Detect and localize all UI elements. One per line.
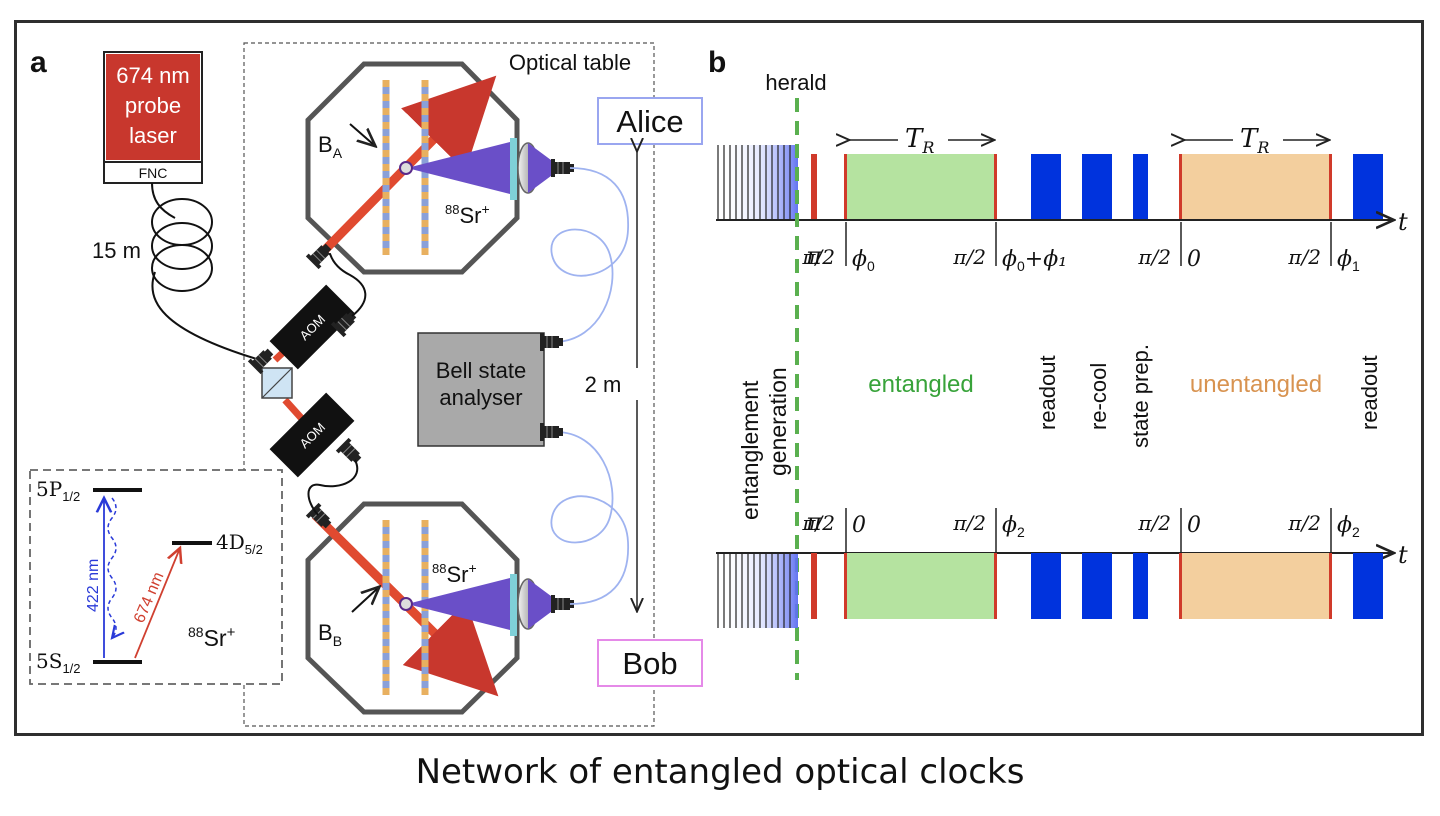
pulse-bottom-4: [1329, 553, 1332, 619]
readout-block-top-2: [1353, 154, 1383, 220]
pulse-label-top-4: π/2: [1287, 245, 1321, 269]
phase-state-prep: state prep.: [1128, 344, 1153, 448]
level-4d-label: 4D5/2: [216, 530, 263, 557]
bell-state-analyser: Bell state analyser: [417, 332, 564, 447]
level-5s-label: 5S1/2: [36, 649, 81, 676]
t-axis-label-top: t: [1398, 208, 1408, 236]
bsa-line-1: Bell state: [436, 358, 527, 383]
phase-entanglement: entanglement: [737, 380, 763, 520]
laser-line-3: laser: [129, 123, 177, 148]
phase-readout-2: readout: [1357, 355, 1382, 430]
pulse-top-4: [1329, 154, 1332, 220]
pulse-phase-top-3: 0: [1187, 247, 1201, 272]
unentangled-block-top: [1180, 154, 1330, 220]
pulse-phase-bottom-1: 0: [852, 513, 866, 538]
readout-block-bottom-2: [1353, 553, 1383, 619]
fiber-length-label: 15 m: [92, 238, 141, 263]
bob-ion-label: 88Sr+: [432, 560, 477, 587]
pulse-label-top-3: π/2: [1137, 245, 1171, 269]
panel-b: b herald t: [708, 46, 1408, 680]
t-axis-label-bottom: t: [1398, 541, 1408, 569]
pulse-bottom-2: [994, 553, 997, 619]
fibers: [550, 167, 629, 605]
recool-block-bottom: [1082, 553, 1112, 619]
pi-pulse-bottom: [811, 553, 817, 619]
state-prep-block-top: [1133, 154, 1148, 220]
phase-unentangled: unentangled: [1190, 371, 1322, 398]
energy-level-inset: 5P1/2 4D5/2 5S1/2 422 nm 674 nm 88Sr+: [29, 469, 283, 685]
generation-stripes-top: [717, 145, 791, 220]
fnc-label: FNC: [139, 165, 168, 181]
panel-b-label: b: [708, 46, 726, 79]
b-alice-label: BA: [318, 132, 343, 161]
bsa-line-2: analyser: [439, 385, 522, 410]
unentangled-block-bottom: [1180, 553, 1330, 619]
pulse-top-2: [994, 154, 997, 220]
herald-label: herald: [765, 70, 826, 95]
state-prep-block-bottom: [1133, 553, 1148, 619]
pulse-top-1: [844, 154, 847, 220]
phase-readout-1: readout: [1035, 355, 1060, 430]
distance-label: 2 m: [585, 372, 622, 397]
pulse-phase-top-2: ϕ0+ϕ₁: [1002, 247, 1067, 274]
pulse-label-top-2: π/2: [952, 245, 986, 269]
readout-block-top-1: [1031, 154, 1061, 220]
pulse-phase-top-1: ϕ0: [852, 247, 875, 274]
pulse-label-bottom-1: π/2: [801, 511, 835, 535]
bob-trap: BB 88Sr+: [305, 501, 575, 715]
alice-ion: [399, 161, 413, 175]
pi-pulse-top: [811, 154, 817, 220]
pulse-phase-bottom-3: 0: [1187, 513, 1201, 538]
recool-block-top: [1082, 154, 1112, 220]
timeline-bob: π π/2 0 π/2 ϕ2 π/2 0 π/2 ϕ2 t: [716, 508, 1408, 628]
tr-label-2: TR: [1240, 124, 1269, 157]
phase-generation: generation: [765, 367, 791, 476]
pulse-bottom-1: [844, 553, 847, 619]
panel-a: a 674 nm probe laser FNC 15 m Optical ta…: [29, 42, 703, 727]
readout-block-bottom-1: [1031, 553, 1061, 619]
phase-recool: re-cool: [1086, 363, 1111, 430]
phase-entangled: entangled: [868, 371, 973, 398]
fiber-spool: [151, 182, 261, 361]
beam-splitter: [247, 344, 293, 399]
generation-stripes-bottom: [717, 553, 791, 628]
alice-ion-label: 88Sr+: [445, 201, 490, 228]
aom-bottom: AOM: [269, 392, 366, 516]
figure-caption: Network of entangled optical clocks: [415, 752, 1025, 792]
pulse-top-3: [1179, 154, 1182, 220]
tr-label-1: TR: [905, 124, 934, 157]
alice-label: Alice: [616, 104, 683, 139]
level-5p-label: 5P1/2: [36, 477, 80, 504]
timeline-alice: t TR TR π π/2 ϕ0 π/2 ϕ0+ϕ₁ π/2 0 π/2 ϕ1: [716, 118, 1408, 274]
aom-top: AOM: [269, 253, 367, 370]
pulse-phase-bottom-4: ϕ2: [1337, 513, 1360, 540]
pulse-bottom-3: [1179, 553, 1182, 619]
bob-label: Bob: [622, 646, 677, 681]
optical-table-box: [243, 42, 655, 727]
laser-line-2: probe: [125, 93, 181, 118]
inset-ion-label: 88Sr+: [188, 624, 236, 651]
pulse-label-bottom-4: π/2: [1287, 511, 1321, 535]
transition-blue-label: 422 nm: [85, 559, 102, 612]
figure-frame: [14, 20, 1424, 736]
panel-a-label: a: [30, 46, 47, 79]
alice-box: [597, 97, 703, 145]
bob-ion: [399, 597, 413, 611]
pulse-label-top-1: π/2: [801, 245, 835, 269]
b-bob-label: BB: [318, 620, 342, 649]
entangled-block-bottom: [845, 553, 995, 619]
pi-label-bottom: π: [805, 508, 823, 536]
pulse-label-bottom-3: π/2: [1137, 511, 1171, 535]
pi-label-top: π: [805, 242, 823, 270]
laser-line-1: 674 nm: [116, 63, 189, 88]
entangled-block-top: [845, 154, 995, 220]
pulse-phase-bottom-2: ϕ2: [1002, 513, 1025, 540]
pulse-phase-top-4: ϕ1: [1337, 247, 1360, 274]
bob-box: [597, 639, 703, 687]
alice-trap: BA 88Sr+: [305, 61, 575, 275]
optical-table-label: Optical table: [509, 50, 631, 75]
pulse-label-bottom-2: π/2: [952, 511, 986, 535]
probe-laser: 674 nm probe laser FNC: [103, 51, 203, 184]
